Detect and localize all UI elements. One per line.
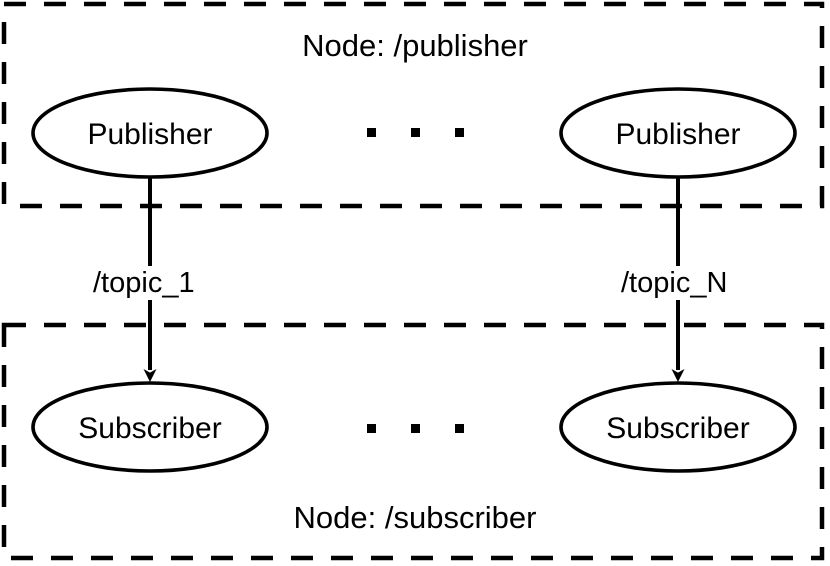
publisher-ellipsis-icon	[367, 128, 464, 137]
topic-1-label: /topic_1	[93, 267, 195, 299]
publisher-group-label: Node: /publisher	[302, 28, 528, 63]
publisher-1-ellipse[interactable]	[31, 87, 269, 179]
subscriber-1-ellipse[interactable]	[31, 381, 269, 473]
subscriber-n-ellipse[interactable]	[559, 381, 797, 473]
topic-1-label-bg	[92, 266, 219, 300]
topic-n-label-bg	[620, 266, 753, 300]
ellipsis-dot	[455, 128, 464, 137]
publisher-n-ellipse[interactable]	[559, 87, 797, 179]
publisher-n-label: Publisher	[615, 118, 740, 151]
publisher-1-label: Publisher	[87, 118, 212, 151]
ellipsis-dot	[411, 424, 420, 433]
subscriber-group-label: Node: /subscriber	[294, 500, 537, 535]
subscriber-1-label: Subscriber	[78, 412, 221, 445]
subscriber-group-box	[1, 322, 825, 561]
ellipsis-dot	[411, 128, 420, 137]
ellipsis-dot	[455, 424, 464, 433]
ellipsis-dot	[367, 424, 376, 433]
ellipsis-dot	[367, 128, 376, 137]
subscriber-n-label: Subscriber	[606, 412, 749, 445]
publisher-group-box	[1, 1, 825, 209]
topic-n-label: /topic_N	[621, 267, 727, 299]
subscriber-ellipsis-icon	[367, 424, 464, 433]
